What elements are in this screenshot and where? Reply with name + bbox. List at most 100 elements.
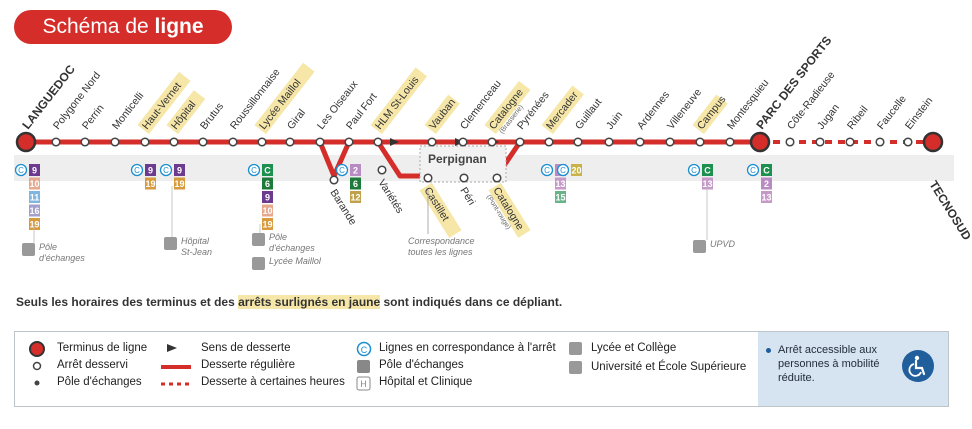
landmark-label: UPVD xyxy=(710,239,736,249)
stop-marker xyxy=(903,137,913,147)
connection-c-icon xyxy=(159,163,173,177)
hospital-icon xyxy=(164,237,177,250)
accessible-dot-icon xyxy=(766,348,771,353)
stop-marker xyxy=(377,165,387,175)
line-badge xyxy=(761,191,772,203)
connection-c-icon xyxy=(556,163,570,177)
stop-label: TECNOSUD xyxy=(926,178,972,243)
direction-arrow xyxy=(390,138,399,146)
line-badge xyxy=(262,204,273,217)
stop-marker xyxy=(785,137,795,147)
legend-direction: Sens de desserte xyxy=(201,342,291,354)
line-badge xyxy=(555,191,566,203)
stop-marker xyxy=(604,137,614,147)
legend-symbols: C H xyxy=(29,341,582,391)
pole-echanges-icon xyxy=(252,233,265,246)
line-badge-number: 15 xyxy=(555,193,565,203)
line-badge-number: C xyxy=(264,166,271,176)
line-badge xyxy=(174,177,185,190)
stop-marker xyxy=(573,137,583,147)
city-label: Perpignan xyxy=(428,152,487,166)
line-badge xyxy=(174,164,185,176)
stop-highlight xyxy=(370,67,428,135)
correspondance-note: toutes les lignes xyxy=(408,247,473,257)
stop-highlight xyxy=(484,81,531,135)
line-badge xyxy=(350,164,361,176)
schedule-note: Seuls les horaires des terminus et des a… xyxy=(16,295,563,309)
line-badge-number: 10 xyxy=(29,179,39,189)
legend-terminus: Terminus de ligne xyxy=(57,342,148,354)
stop-marker xyxy=(110,137,120,147)
stop-highlight xyxy=(541,85,584,135)
landmark-label: Lycée Maillol xyxy=(269,256,322,266)
landmark-label: Pôle xyxy=(39,242,57,252)
line-badge-number: 9 xyxy=(177,166,182,176)
line-badge xyxy=(29,218,40,230)
legend-hub: Pôle d'échanges xyxy=(57,376,142,388)
wheelchair-icon xyxy=(902,350,934,382)
line-badge xyxy=(350,177,361,190)
line-badge-number: 19 xyxy=(174,179,184,189)
connection-c-letter: C xyxy=(691,166,697,175)
stop-marker xyxy=(51,137,61,147)
connection-c-letter: C xyxy=(18,166,24,175)
stop-label-group: Juin xyxy=(604,109,625,132)
line-badge-number: 10 xyxy=(262,206,272,216)
line-badge xyxy=(262,164,273,176)
connection-c-letter: C xyxy=(134,166,140,175)
stop-highlight xyxy=(166,90,206,135)
line-badge xyxy=(761,164,772,176)
stop-label-group: Castillet xyxy=(419,182,462,238)
connection-c-icon xyxy=(130,163,144,177)
terminus-marker xyxy=(922,131,944,153)
stop-label-group: Catalogne(Pont-rouge) xyxy=(485,182,531,238)
line-badge-number: C xyxy=(763,166,770,176)
line-badge xyxy=(29,164,40,176)
line-badge xyxy=(29,191,40,203)
connection-c-icon xyxy=(335,163,349,177)
line-badge xyxy=(29,204,40,217)
stop-label: Jugan xyxy=(815,102,842,132)
stop-label-group: Vauban xyxy=(424,94,460,135)
connection-c-letter: C xyxy=(544,166,550,175)
stop-marker xyxy=(285,137,295,147)
stop-marker xyxy=(845,137,855,147)
line-badge xyxy=(145,177,156,190)
line-badge-number: 9 xyxy=(148,166,153,176)
stop-marker xyxy=(725,137,735,147)
line-badge xyxy=(571,164,582,176)
stop-marker xyxy=(198,137,208,147)
line-badge-number: 19 xyxy=(145,179,155,189)
line-badge-number: 12 xyxy=(350,193,360,203)
stop-label-group: Variétés xyxy=(375,177,405,215)
school-icon xyxy=(252,257,265,270)
connection-c-letter: C xyxy=(750,166,756,175)
stop-marker xyxy=(515,137,525,147)
stop-marker xyxy=(427,137,437,147)
stop-marker xyxy=(257,137,267,147)
connection-c-icon xyxy=(247,163,261,177)
stop-marker xyxy=(458,137,468,147)
terminus-marker xyxy=(15,131,37,153)
stop-label-group: Péri xyxy=(457,185,477,207)
stop-marker xyxy=(487,137,497,147)
stop-highlight xyxy=(488,182,531,238)
stop-marker xyxy=(695,137,705,147)
stop-label-group: TECNOSUD xyxy=(926,178,972,243)
stop-marker xyxy=(329,175,339,185)
legend-certain-hours: Desserte à certaines heures xyxy=(201,376,345,388)
line-badge xyxy=(262,218,273,230)
stop-label: Variétés xyxy=(375,177,405,215)
line-badge-number: 13 xyxy=(702,179,712,189)
line-badge-number: 11 xyxy=(30,193,40,203)
legend-university: Université et École Supérieure xyxy=(591,361,747,373)
line-badge-number: 19 xyxy=(29,220,39,230)
stop-marker xyxy=(140,137,150,147)
line-badge-number: 6 xyxy=(265,179,270,189)
stop-highlight xyxy=(419,182,462,238)
landmark-label: d'échanges xyxy=(39,253,85,263)
stop-highlight xyxy=(137,71,191,135)
stop-label: HLM St-Louis xyxy=(373,74,422,132)
stop-marker xyxy=(665,137,675,147)
legend-pole: Pôle d'échanges xyxy=(379,359,464,371)
